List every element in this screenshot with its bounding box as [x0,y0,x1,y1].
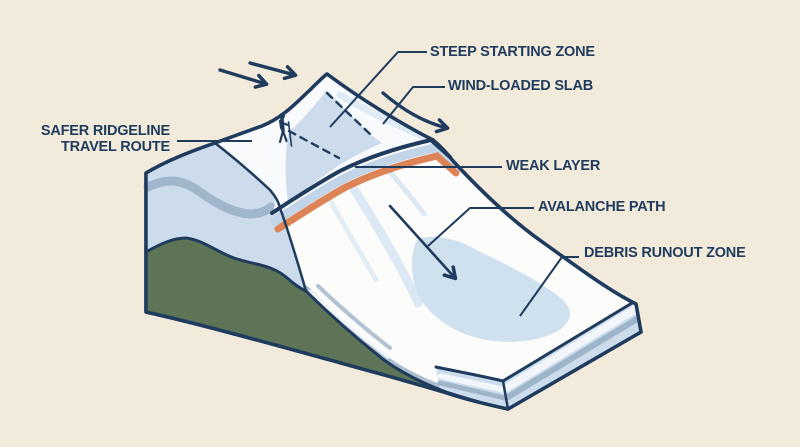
leader-wind-loaded-slab [382,86,445,125]
wind-arrow-2 [248,61,298,81]
label-avalanche-path: AVALANCHE PATH [538,199,666,215]
wind-arrow-1 [218,68,269,89]
label-wind-loaded-slab: WIND-LOADED SLAB [448,78,594,94]
mountain-outline-stroke [144,72,643,411]
leader-debris-runout-zone [519,256,579,317]
wind-direction-arrows [218,61,450,134]
wind-arrow-curved [381,91,450,134]
leader-avalanche-path [427,207,534,247]
spine-edge [278,206,308,293]
crown-fracture-band [270,137,460,233]
hiker-icon [278,113,293,147]
label-safer-ridgeline-travel-route: SAFER RIDGELINE TRAVEL ROUTE [0,123,170,155]
debris-patch [412,236,570,342]
starting-zone-dashed-boundary [287,91,373,160]
crown-line [270,137,452,215]
ridge-interior-edge [213,141,282,210]
cornice-shadow-streak [336,91,426,140]
label-weak-layer: WEAK LAYER [506,158,601,174]
label-safer-ridgeline-line2: TRAVEL ROUTE [60,138,170,155]
leader-steep-starting-zone [329,51,427,128]
runout-front-face [434,301,641,411]
label-debris-runout-zone: DEBRIS RUNOUT ZONE [584,245,746,261]
buried-layer-band [143,176,276,219]
starting-zone-patch [285,90,382,203]
label-safer-ridgeline-line1: SAFER RIDGELINE [40,123,170,139]
leader-lines [177,51,579,317]
slope-direction-arrow [388,204,458,281]
label-steep-starting-zone: STEEP STARTING ZONE [430,44,595,60]
weak-layer-band [274,152,460,233]
